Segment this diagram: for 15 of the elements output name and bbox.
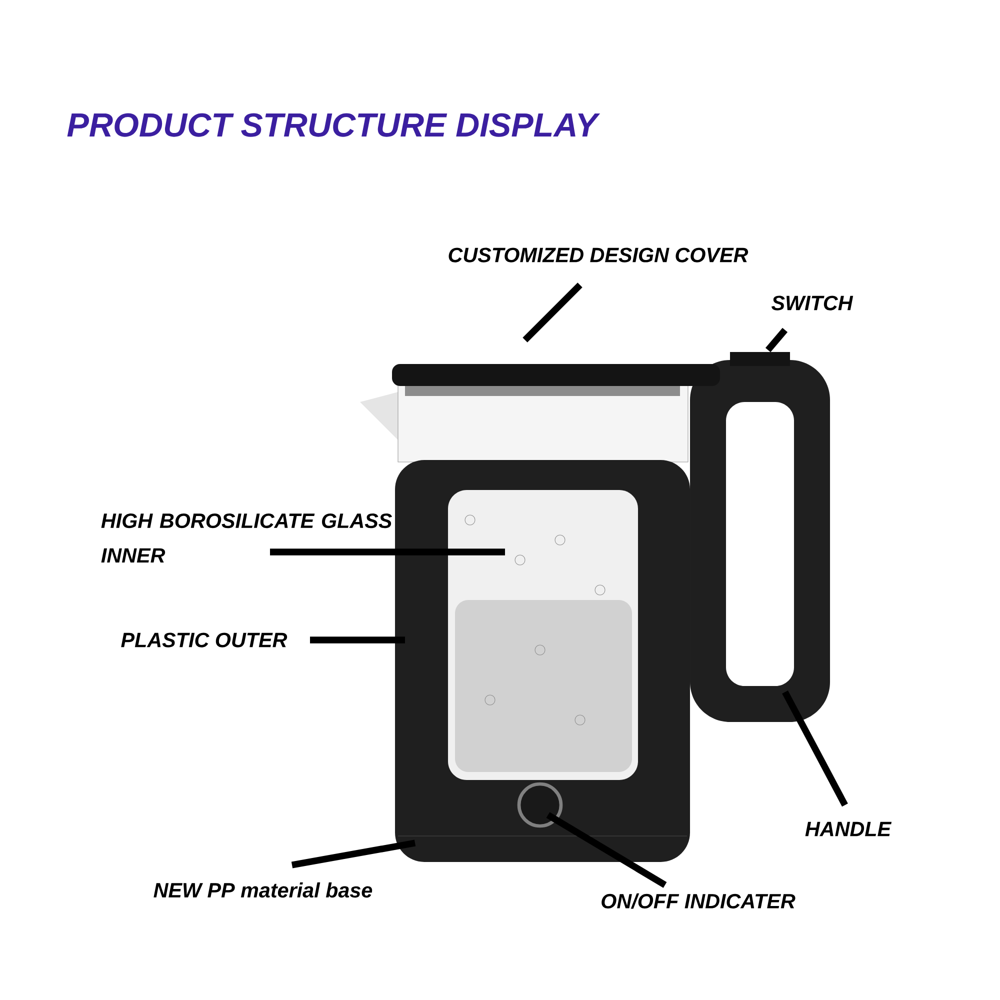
part-label: SWITCH: [772, 296, 854, 310]
part-label: ON/OFF INDICATER: [602, 893, 796, 909]
part-label: HANDLE: [805, 822, 892, 836]
leader-line: [270, 548, 505, 556]
part-label: HIGH BOROSILICATE GLASS INNER: [101, 513, 392, 563]
part-label: CUSTOMIZED DESIGN COVER: [448, 248, 748, 262]
leader-line: [522, 282, 582, 342]
part-label: PLASTIC OUTER: [121, 632, 288, 648]
leader-line: [291, 840, 416, 868]
leader-line: [765, 328, 788, 352]
leader-line: [782, 690, 848, 807]
leader-line: [310, 636, 405, 644]
title: PRODUCT STRUCTURE DISPLAY: [67, 113, 600, 137]
leader-line: [546, 812, 667, 888]
part-label: NEW PP material base: [154, 882, 372, 898]
